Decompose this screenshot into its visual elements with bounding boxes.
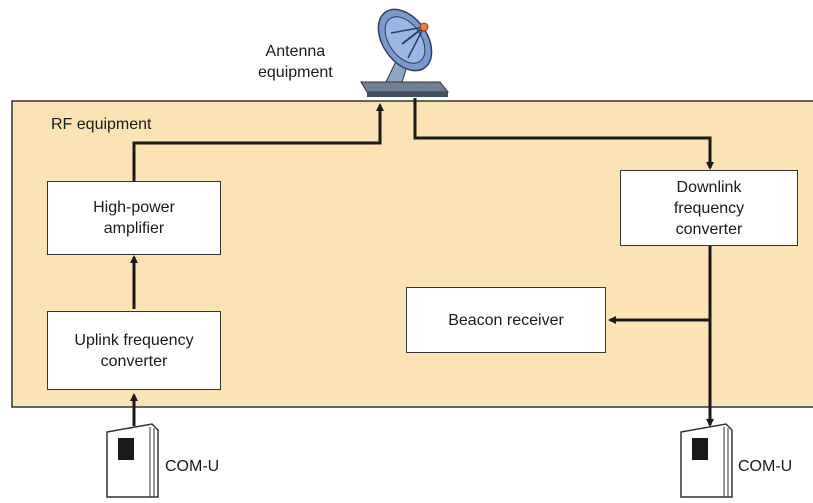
com-u-left-label: COM-U — [165, 458, 220, 475]
com-u-right-icon — [680, 423, 733, 498]
antenna-dish-icon — [360, 8, 450, 97]
com-u-left-icon — [106, 423, 159, 498]
com-u-right-label: COM-U — [738, 458, 793, 475]
signal-lines — [130, 98, 714, 427]
beacon-receiver-label: Beacon receiver — [448, 311, 564, 329]
downlink-converter-block: Downlink frequency converter — [620, 170, 798, 246]
downlink-converter-label: Downlink frequency converter — [673, 178, 745, 238]
high-power-amplifier-label: High-power amplifier — [93, 199, 175, 237]
antenna-label: Antenna equipment — [258, 43, 333, 81]
uplink-converter-block: Uplink frequency converter — [47, 311, 221, 390]
antenna-to-downlink-arrow — [413, 98, 714, 170]
beacon-receiver-block: Beacon receiver — [406, 287, 606, 353]
amplifier-to-antenna-arrow — [132, 103, 384, 181]
rf-equipment-label: RF equipment — [51, 116, 152, 133]
uplink-converter-label: Uplink frequency converter — [74, 331, 194, 370]
high-power-amplifier-block: High-power amplifier — [47, 181, 221, 255]
